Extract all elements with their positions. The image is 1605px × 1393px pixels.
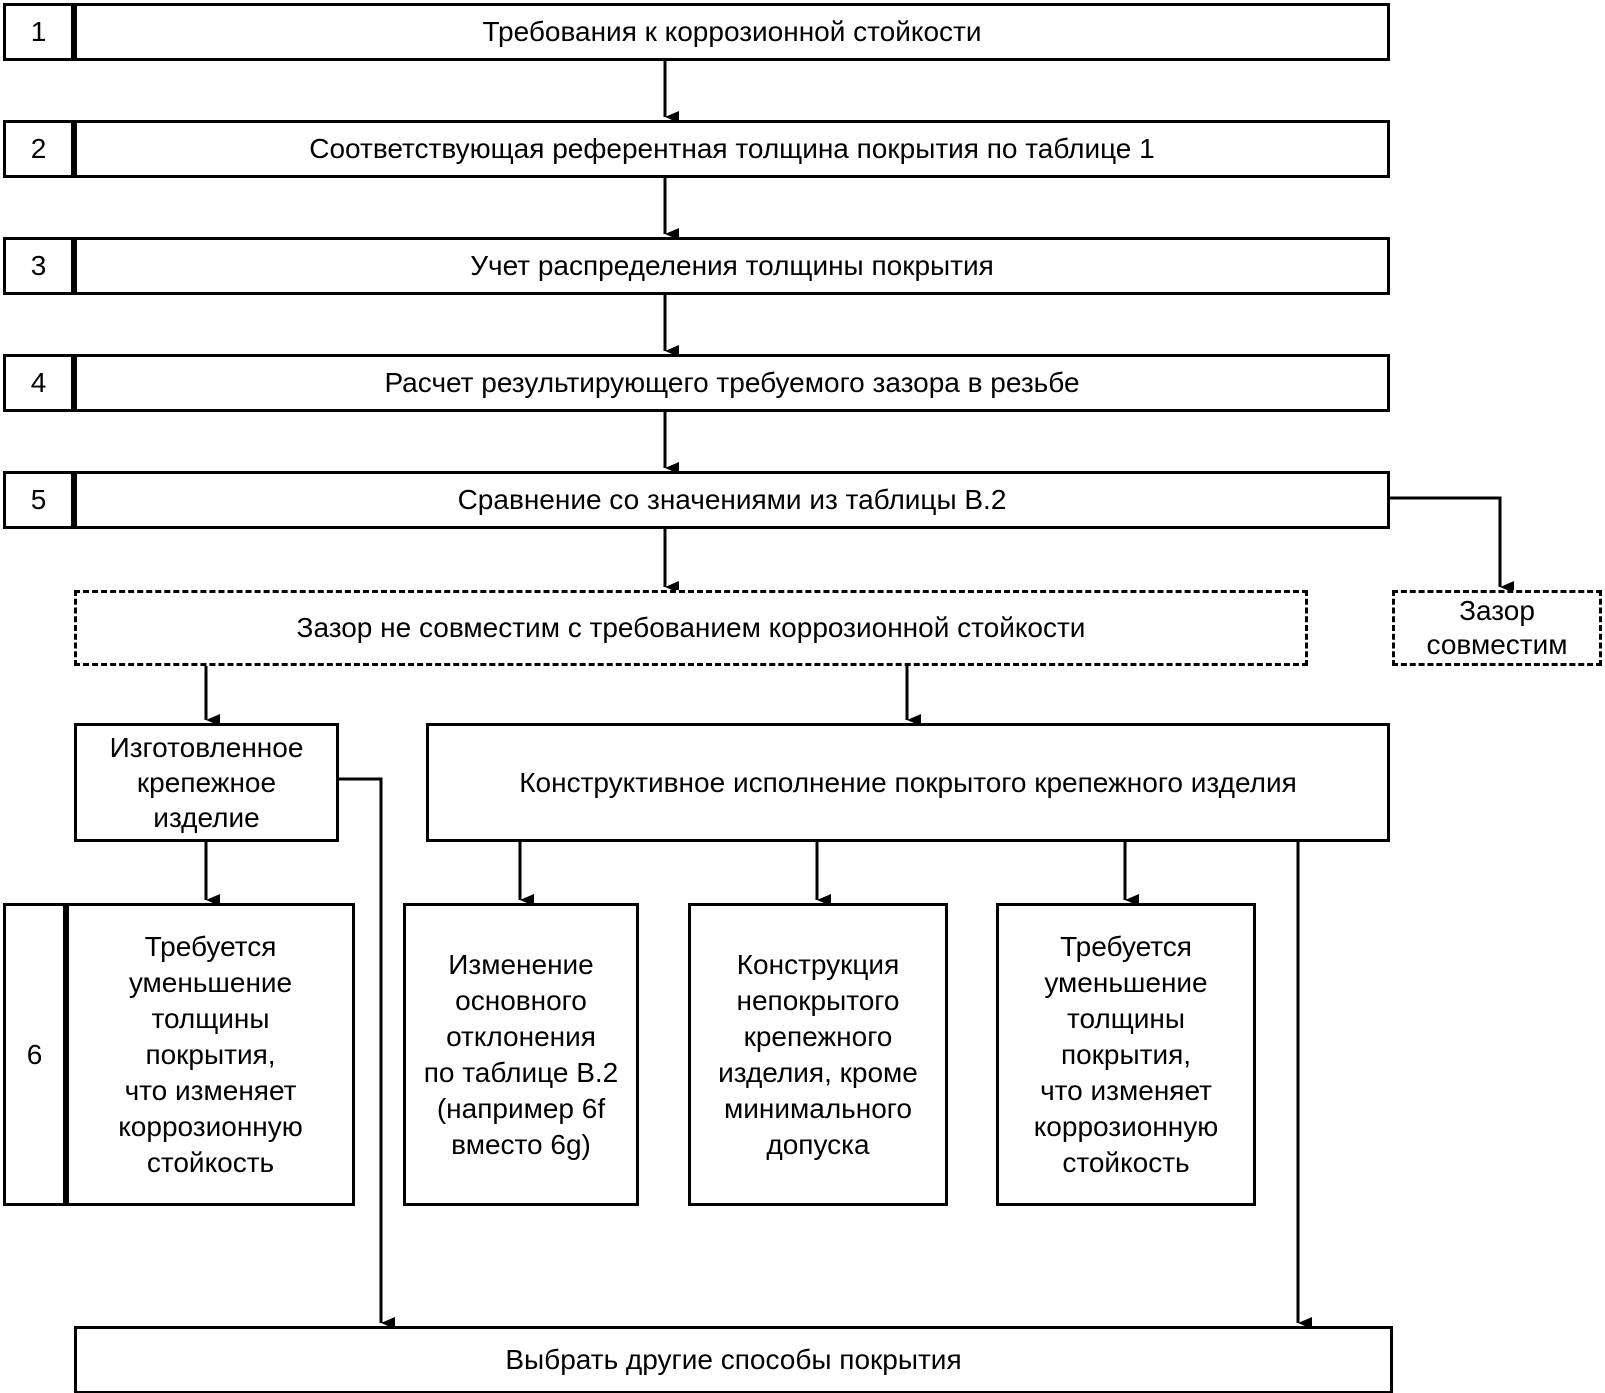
not-compatible-box: Зазор не совместим с требованием коррози… [74,590,1308,666]
step-4-number-text: 4 [30,367,47,398]
step-2-label: Соответствующая референтная толщина покр… [309,133,1155,164]
compatible-label: Зазор совместим [1426,595,1568,660]
choose-other-methods-label: Выбрать другие способы покрытия [505,1344,962,1375]
arrow-manufactured-to-choose-other [339,777,395,1329]
step-3-number-text: 3 [30,250,47,281]
change-deviation-box: Изменение основного отклонения по таблиц… [403,903,639,1206]
uncoated-design-label: Конструкция непокрытого крепежного издел… [718,948,918,1160]
step-3-label: Учет распределения толщины покрытия [470,250,994,281]
step-1-number: 1 [3,3,75,61]
step-2-number-text: 2 [30,133,47,164]
manufactured-box: Изготовленное крепежное изделие [74,723,339,842]
step-5-number-text: 5 [30,484,47,515]
step-5-number: 5 [3,471,75,529]
step-5-box: Сравнение со значениями из таблицы В.2 [74,471,1390,529]
step-4-label: Расчет результирующего требуемого зазора… [384,367,1080,398]
reduce-thickness-left-box: Требуется уменьшение толщины покрытия, ч… [66,903,355,1206]
uncoated-design-box: Конструкция непокрытого крепежного издел… [688,903,948,1206]
step-6-number-text: 6 [26,1038,43,1070]
not-compatible-label: Зазор не совместим с требованием коррози… [296,612,1086,643]
step-2-box: Соответствующая референтная толщина покр… [74,120,1390,178]
design-label: Конструктивное исполнение покрытого креп… [519,766,1297,798]
step-1-label: Требования к коррозионной стойкости [482,16,982,47]
step-4-number: 4 [3,354,75,412]
step-3-box: Учет распределения толщины покрытия [74,237,1390,295]
choose-other-methods-box: Выбрать другие способы покрытия [74,1326,1393,1393]
reduce-thickness-right-label: Требуется уменьшение толщины покрытия, ч… [1033,930,1219,1178]
design-box: Конструктивное исполнение покрытого креп… [426,723,1390,842]
step-1-number-text: 1 [30,16,47,47]
arrow-5-to-compatible [1390,496,1514,593]
step-4-box: Расчет результирующего требуемого зазора… [74,354,1390,412]
step-5-label: Сравнение со значениями из таблицы В.2 [457,484,1007,515]
step-1-box: Требования к коррозионной стойкости [74,3,1390,61]
change-deviation-label: Изменение основного отклонения по таблиц… [423,948,619,1160]
step-6-number: 6 [3,903,67,1206]
manufactured-label: Изготовленное крепежное изделие [109,732,304,833]
step-3-number: 3 [3,237,75,295]
compatible-box: Зазор совместим [1392,590,1602,666]
reduce-thickness-left-label: Требуется уменьшение толщины покрытия, ч… [118,930,303,1178]
step-2-number: 2 [3,120,75,178]
reduce-thickness-right-box: Требуется уменьшение толщины покрытия, ч… [996,903,1256,1206]
